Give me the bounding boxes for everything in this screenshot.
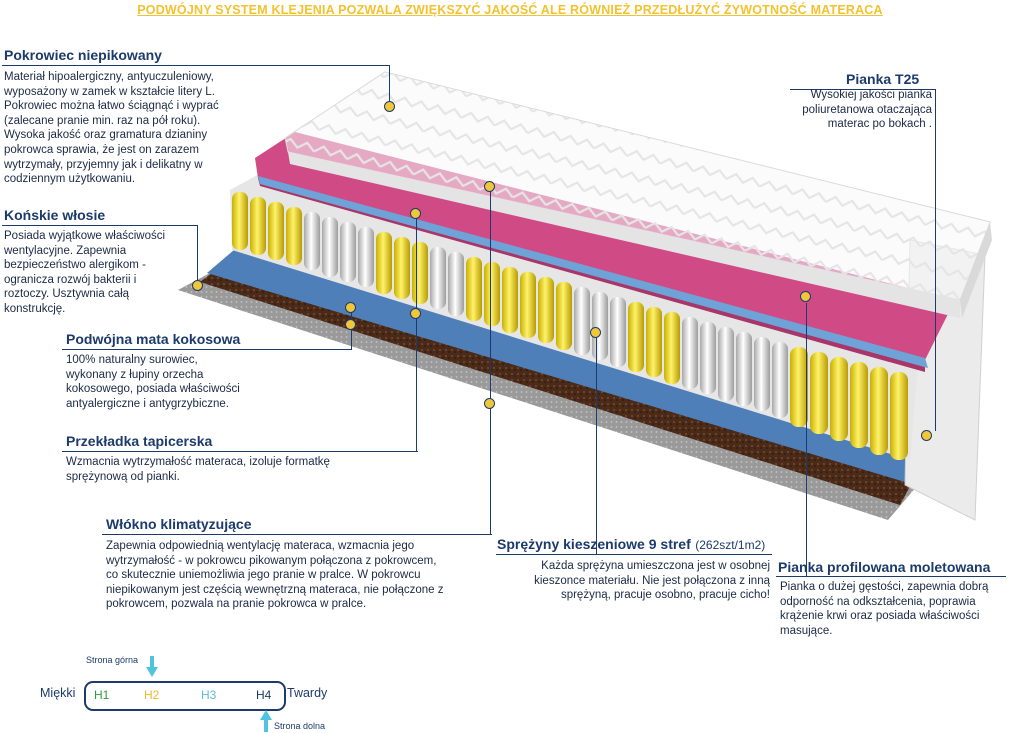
desc-line: antyalergiczne i antygrzybiczne. [66,397,229,410]
wlokno-dot-lower [484,398,495,409]
top-side-arrow-icon [146,656,158,677]
przekladka-leader [416,216,417,452]
desc-line: sprężynową od pianki. [66,470,180,483]
pokrowiec-dot [384,101,395,112]
desc-line: Zapewnia odpowiednią wentylację materaca… [106,540,415,552]
hardness-h4: H4 [256,688,272,702]
soft-label: Miękki [40,686,76,700]
desc-line: Wzmacnia wytrzymałość materaca, izoluje … [66,456,330,468]
wlokno-rule [102,534,492,535]
przekladka-desc: Wzmacnia wytrzymałość materaca, izoluje … [66,455,386,484]
sprezyny-desc: Każda sprężyna umieszczona jest w osobne… [498,559,770,603]
desc-line: codziennym użytkowaniu. [4,173,136,186]
sprezyny-count: (262szt/1m2) [695,538,766,552]
desc-line: Materiał hipoalergiczny, antyuczuleniowy… [4,71,214,83]
pianka-prof-dot [800,291,811,302]
desc-line: bezpieczeństwo alergikom - [4,259,146,272]
wlokno-title: Włókno klimatyzujące [106,516,252,532]
pokrowiec-rule [2,65,390,66]
desc-line: co skutecznie uniemożliwia jego pranie w… [106,569,421,582]
desc-line: (zalecane pranie min. raz na pół roku). [4,114,201,127]
sprezyny-title: Sprężyny kieszeniowe 9 stref [497,536,691,552]
mata-title: Podwójna mata kokosowa [66,331,241,347]
hardness-scale: H1 H2 H3 H4 [84,681,286,711]
wlokno-dot-upper [484,181,495,192]
hardness-h3: H3 [201,688,217,702]
mata-dot-lower [345,319,356,330]
konskie-rule [2,225,198,226]
pokrowiec-title: Pokrowiec niepikowany [4,47,162,63]
sprezyny-dot [590,327,601,338]
wlokno-leader [490,188,491,535]
pianka-prof-leader [806,303,807,577]
hardness-h1: H1 [94,688,110,702]
mata-rule [62,349,352,350]
desc-line: pokrowca sprawia, że jest on zarazem [4,143,199,156]
desc-line: pokrowcem, pozwala na pranie pokrowca w … [106,598,367,611]
przekladka-dot-upper [410,208,421,219]
mata-desc: 100% naturalny surowiec, wykonany z łupi… [66,353,286,411]
desc-line: krążenie krwi oraz posiada właściwości [780,610,980,623]
desc-line: niepikowanym jest częścią wewnętrzną mat… [106,583,444,596]
przekladka-title: Przekładka tapicerska [66,433,213,449]
desc-line: Pokrowiec można łatwo ściągnąć i wyprać [4,100,219,113]
konskie-desc: Posiada wyjątkowe właściwości wentylacyj… [4,229,194,317]
desc-line: Posiada wyjątkowe właściwości [4,230,166,242]
sprezyny-rule [496,554,772,555]
pianka-prof-rule [776,576,1006,577]
konskie-leader [197,225,198,281]
desc-line: wyposażony w zamek w kształcie litery L. [4,85,215,98]
desc-line: kieszonce materiału. Nie jest połączona … [534,574,770,587]
pianka-t25-desc: Wysokiej jakości pianka poliuretanowa ot… [760,88,932,132]
desc-line: Każda sprężyna umieszczona jest w osobne… [541,560,770,572]
pianka-prof-desc: Pianka o dużej gęstości, zapewnia dobrą … [780,580,1010,638]
przekladka-dot-lower [410,308,421,319]
desc-line: roztoczy. Usztywnia całą [4,288,130,301]
desc-line: ogranicza rozwój bakterii i [4,273,137,286]
konskie-dot [192,280,203,291]
konskie-title: Końskie włosie [4,207,106,223]
desc-line: materac po bokach . [827,118,932,131]
sprezyny-heading: Sprężyny kieszeniowe 9 stref (262szt/1m2… [497,536,765,554]
mattress-illustration [178,71,992,521]
desc-line: Wysoka jakość oraz gramatura dzianiny [4,129,208,142]
pianka-prof-title: Pianka profilowana moletowana [778,559,991,575]
bottom-side-arrow-icon [260,710,272,732]
desc-line: 100% naturalny surowiec, [66,354,198,366]
banner-heading: PODWÓJNY SYSTEM KLEJENIA POZWALA ZWIĘKSZ… [137,3,883,17]
bottom-side-label: Strona dolna [274,721,326,731]
desc-line: sprężyną, pracuje osobno, pracuje cicho! [560,589,770,602]
mata-dot-upper [345,302,356,313]
desc-line: Pianka o dużej gęstości, zapewnia dobrą [780,581,989,593]
desc-line: masujące. [780,624,833,637]
desc-line: wytrzymałość - w pokrowcu pikowanym połą… [106,554,437,567]
desc-line: kokosowego, posiada właściwości [66,383,240,396]
top-side-label: Strona górna [86,655,139,665]
przekladka-rule [62,451,418,452]
mata-leader [351,312,352,350]
pianka-t25-rule [790,89,936,90]
desc-line: poliuretanowa otaczająca [802,103,932,116]
hardness-h2: H2 [144,688,160,702]
pokrowiec-leader [389,65,390,101]
desc-line: wykonany z łupiny orzecha [66,368,204,381]
sprezyny-leader [596,336,597,555]
desc-line: wentylacyjne. Zapewnia [4,244,127,257]
desc-line: Wysokiej jakości pianka [810,89,932,101]
desc-line: odporność na odkształcenia, poprawia [780,595,976,608]
desc-line: konstrukcję. [4,302,66,315]
pianka-t25-title: Pianka T25 [846,71,920,87]
firm-label: Twardy [287,686,328,700]
wlokno-desc: Zapewnia odpowiednią wentylację materaca… [106,539,486,612]
desc-line: wytrzymały, przyjemny jak i delikatny w [4,158,203,171]
pianka-t25-leader [935,89,936,431]
pokrowiec-desc: Materiał hipoalergiczny, antyuczuleniowy… [4,70,254,187]
pianka-t25-dot [921,430,932,441]
